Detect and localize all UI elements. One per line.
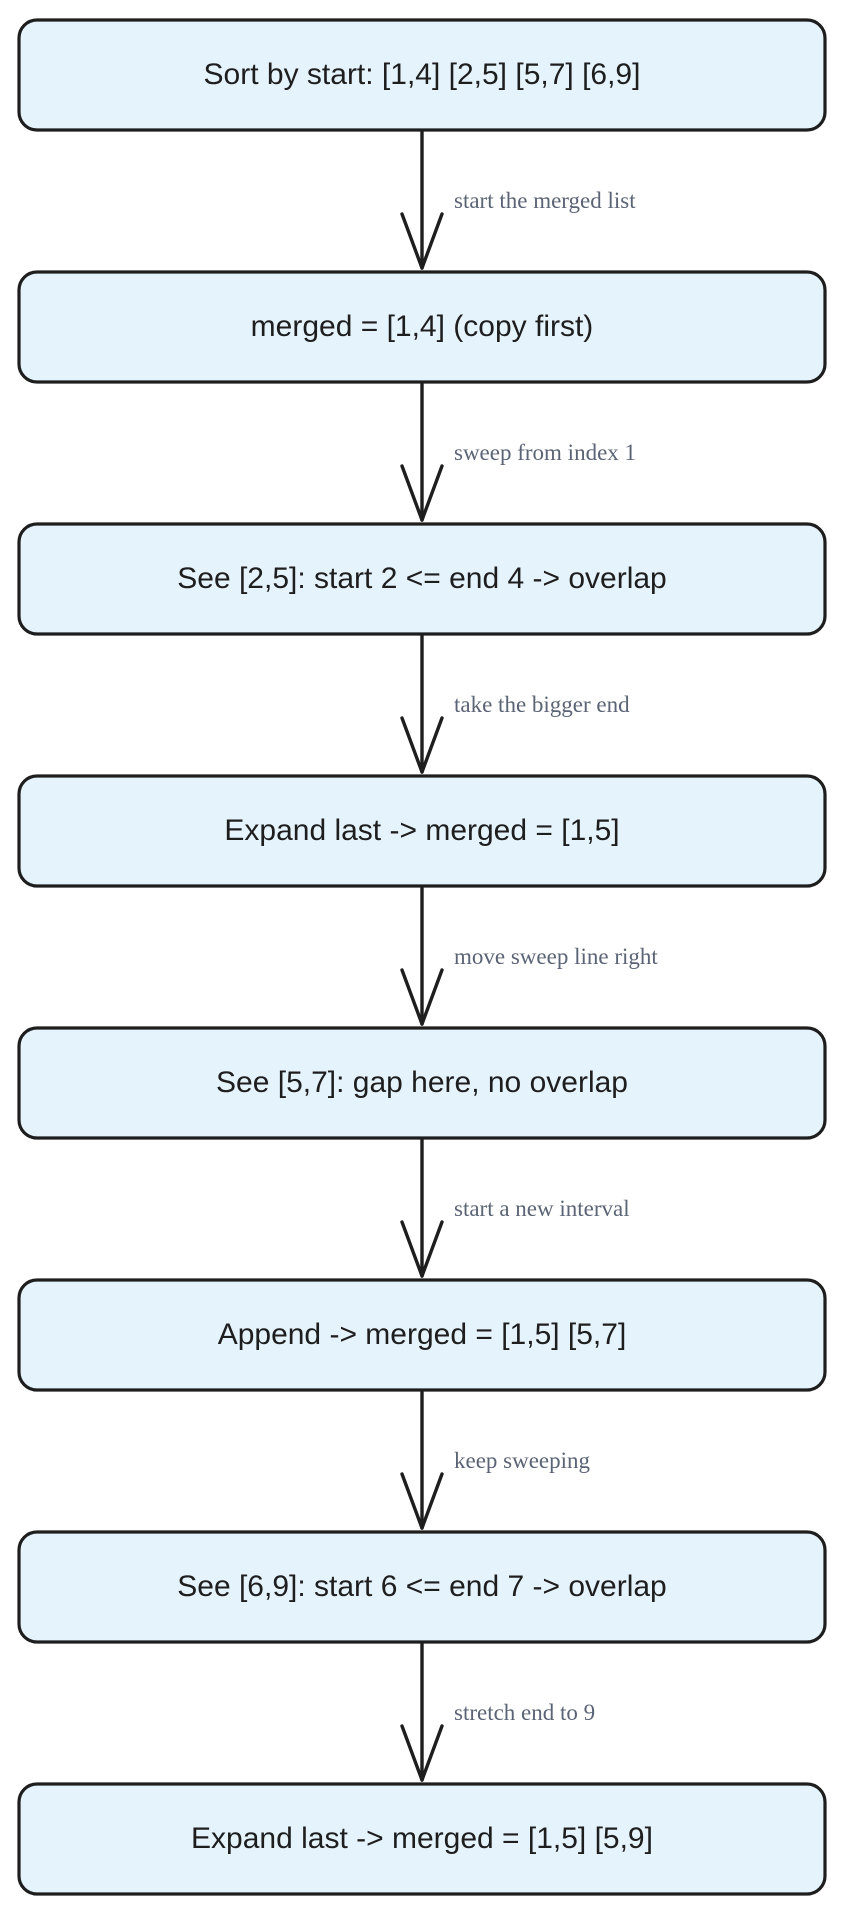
- edges: start the merged list sweep from index 1 t…: [400, 130, 658, 1782]
- step-box: [17, 1278, 827, 1392]
- step-label: See [5,7]: gap here, no overlap: [216, 1066, 628, 1099]
- arrow-head: [400, 716, 444, 774]
- steps: Sort by start: [1,4] [2,5] [5,7] [6,9] me…: [17, 18, 827, 1896]
- flow-arrow: stretch end to 9: [400, 1642, 595, 1782]
- step-label: See [2,5]: start 2 <= end 4 -> overlap: [177, 562, 666, 595]
- arrow-head: [400, 1724, 444, 1782]
- arrow-head: [400, 968, 444, 1026]
- step-label: Sort by start: [1,4] [2,5] [5,7] [6,9]: [204, 58, 641, 91]
- step-label: Append -> merged = [1,5] [5,7]: [218, 1318, 627, 1351]
- step-node: Expand last -> merged = [1,5] [5,9]: [17, 1782, 827, 1896]
- arrow-label: take the bigger end: [454, 692, 630, 717]
- step-box: [17, 1530, 827, 1644]
- arrow-head: [400, 464, 444, 522]
- step-box: [17, 774, 827, 888]
- arrow-head: [400, 1220, 444, 1278]
- arrow-label: move sweep line right: [454, 944, 658, 969]
- arrow-head: [400, 1472, 444, 1530]
- step-label: merged = [1,4] (copy first): [251, 310, 594, 343]
- step-node: See [6,9]: start 6 <= end 7 -> overlap: [17, 1530, 827, 1644]
- flow-arrow: keep sweeping: [400, 1390, 591, 1530]
- arrow-label: keep sweeping: [454, 1448, 591, 1473]
- step-box: [17, 1782, 827, 1896]
- step-node: See [5,7]: gap here, no overlap: [17, 1026, 827, 1140]
- flow-arrow: sweep from index 1: [400, 382, 636, 522]
- step-label: See [6,9]: start 6 <= end 7 -> overlap: [177, 1570, 666, 1603]
- step-node: Sort by start: [1,4] [2,5] [5,7] [6,9]: [17, 18, 827, 132]
- step-box: [17, 270, 827, 384]
- step-label: Expand last -> merged = [1,5] [5,9]: [191, 1822, 653, 1855]
- flow-arrow: take the bigger end: [400, 634, 630, 774]
- step-label: Expand last -> merged = [1,5]: [224, 814, 619, 847]
- step-box: [17, 522, 827, 636]
- step-box: [17, 1026, 827, 1140]
- flow-arrow: start a new interval: [400, 1138, 630, 1278]
- flow-arrow: move sweep line right: [400, 886, 658, 1026]
- flow-arrow: start the merged list: [400, 130, 636, 270]
- arrow-label: sweep from index 1: [454, 440, 636, 465]
- arrow-label: start the merged list: [454, 188, 636, 213]
- arrow-head: [400, 212, 444, 270]
- step-node: See [2,5]: start 2 <= end 4 -> overlap: [17, 522, 827, 636]
- arrow-label: stretch end to 9: [454, 1700, 595, 1725]
- step-node: Expand last -> merged = [1,5]: [17, 774, 827, 888]
- step-node: merged = [1,4] (copy first): [17, 270, 827, 384]
- step-node: Append -> merged = [1,5] [5,7]: [17, 1278, 827, 1392]
- arrow-label: start a new interval: [454, 1196, 630, 1221]
- step-box: [17, 18, 827, 132]
